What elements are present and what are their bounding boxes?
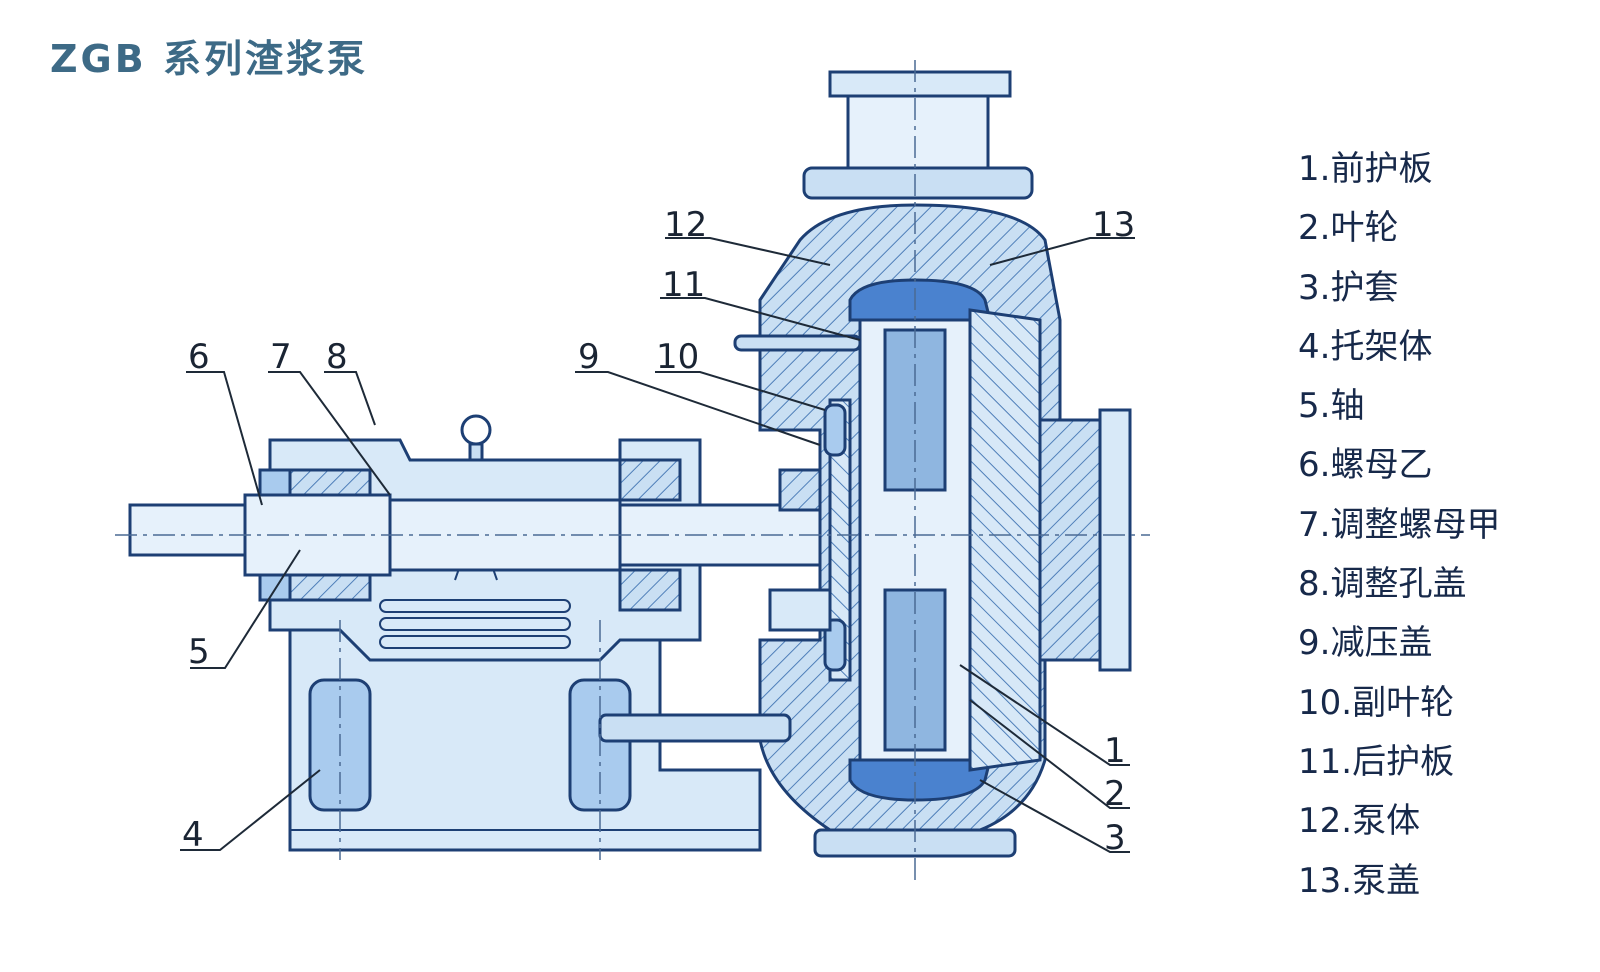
callout-1: 1 bbox=[1104, 731, 1126, 771]
legend-item: 5.轴 bbox=[1298, 386, 1365, 427]
callout-5: 5 bbox=[188, 632, 210, 672]
callout-11: 11 bbox=[662, 265, 705, 305]
legend-item: 11.后护板 bbox=[1298, 741, 1455, 782]
legend-item: 8.调整孔盖 bbox=[1298, 564, 1467, 605]
callout-10: 10 bbox=[656, 337, 699, 377]
legend-item: 10.副叶轮 bbox=[1298, 682, 1455, 723]
callout-3: 3 bbox=[1104, 818, 1126, 858]
legend-item: 7.调整螺母甲 bbox=[1298, 504, 1501, 545]
legend-item: 6.螺母乙 bbox=[1298, 445, 1433, 486]
legend-item: 2.叶轮 bbox=[1298, 208, 1399, 249]
callout-8: 8 bbox=[326, 337, 348, 377]
legend-item: 13.泵盖 bbox=[1298, 860, 1421, 901]
center-lines bbox=[115, 60, 1150, 880]
callout-2: 2 bbox=[1104, 774, 1126, 814]
legend-item: 12.泵体 bbox=[1298, 801, 1421, 842]
legend-item: 3.护套 bbox=[1298, 267, 1399, 308]
callout-4: 4 bbox=[182, 815, 204, 855]
legend-item: 4.托架体 bbox=[1298, 326, 1433, 367]
callout-7: 7 bbox=[270, 337, 292, 377]
parts-legend: 1.前护板 2.叶轮 3.护套 4.托架体 5.轴 6.螺母乙 7.调整螺母甲 … bbox=[1298, 140, 1500, 911]
callout-6: 6 bbox=[188, 337, 210, 377]
pump-casing bbox=[598, 70, 1132, 858]
callout-13: 13 bbox=[1092, 205, 1135, 245]
callout-12: 12 bbox=[664, 205, 707, 245]
callout-numbers: 1 2 3 4 5 6 7 8 9 10 11 12 13 bbox=[182, 205, 1135, 858]
legend-item: 1.前护板 bbox=[1298, 149, 1433, 189]
legend-item: 9.减压盖 bbox=[1298, 623, 1433, 664]
diagram-title: ZGB 系列渣浆泵 bbox=[50, 37, 368, 81]
leader-lines bbox=[180, 237, 1135, 853]
callout-9: 9 bbox=[578, 337, 600, 377]
